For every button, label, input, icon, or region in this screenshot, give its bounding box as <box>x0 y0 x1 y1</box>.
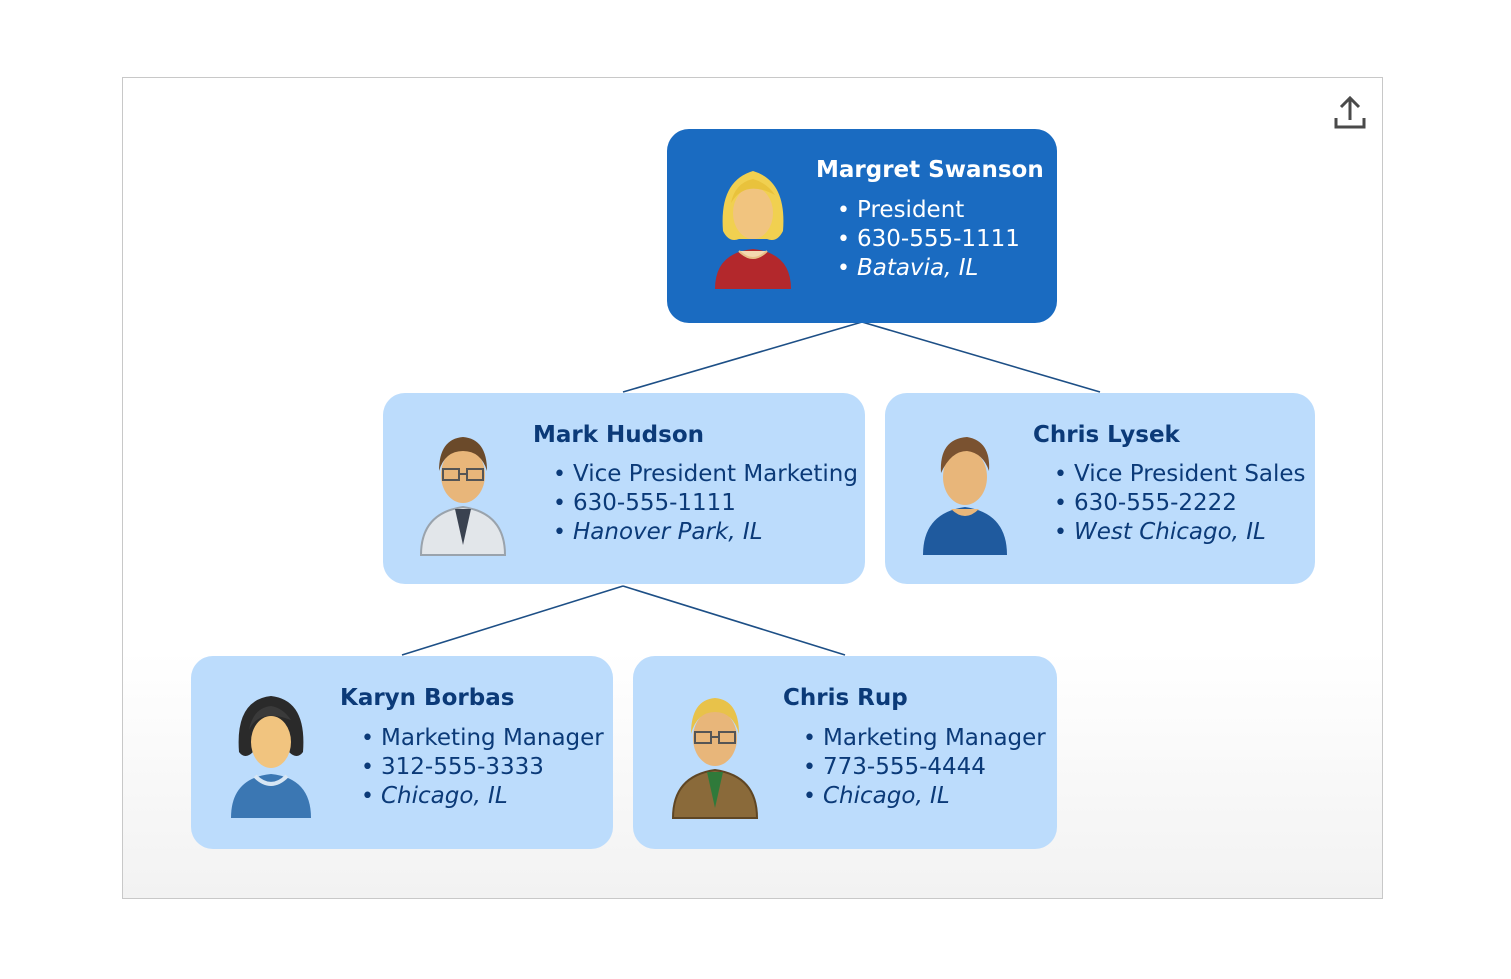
person-phone: 630-555-1111 <box>837 225 1020 254</box>
person-location: Chicago, IL <box>803 782 1046 811</box>
details-list: Vice President Sales 630-555-2222 West C… <box>1054 460 1306 547</box>
man-brown-suit-glasses-icon <box>671 698 759 819</box>
person-location: Batavia, IL <box>837 254 1020 283</box>
details-list: Marketing Manager 312-555-3333 Chicago, … <box>361 724 604 811</box>
person-title: Vice President Sales <box>1054 460 1306 489</box>
person-phone: 630-555-2222 <box>1054 489 1306 518</box>
person-location: Hanover Park, IL <box>553 518 858 547</box>
man-blue-sweater-icon <box>923 437 1007 555</box>
person-phone: 773-555-4444 <box>803 753 1046 782</box>
node-chris-lysek[interactable]: Chris Lysek Vice President Sales 630-555… <box>885 393 1315 584</box>
upload-icon <box>1334 95 1366 129</box>
person-name: Karyn Borbas <box>340 685 515 711</box>
person-name: Margret Swanson <box>816 157 1044 183</box>
person-phone: 630-555-1111 <box>553 489 858 518</box>
person-name: Chris Rup <box>783 685 908 711</box>
person-title: Vice President Marketing <box>553 460 858 489</box>
person-title: President <box>837 196 1020 225</box>
person-title: Marketing Manager <box>803 724 1046 753</box>
person-location: West Chicago, IL <box>1054 518 1306 547</box>
node-mark-hudson[interactable]: Mark Hudson Vice President Marketing 630… <box>383 393 865 584</box>
details-list: President 630-555-1111 Batavia, IL <box>837 196 1020 283</box>
node-margret-swanson[interactable]: Margret Swanson President 630-555-1111 B… <box>667 129 1057 323</box>
node-karyn-borbas[interactable]: Karyn Borbas Marketing Manager 312-555-3… <box>191 656 613 849</box>
woman-blonde-icon <box>715 171 791 289</box>
node-chris-rup[interactable]: Chris Rup Marketing Manager 773-555-4444… <box>633 656 1057 849</box>
person-location: Chicago, IL <box>361 782 604 811</box>
person-phone: 312-555-3333 <box>361 753 604 782</box>
person-name: Mark Hudson <box>533 422 705 448</box>
person-name: Chris Lysek <box>1033 422 1180 448</box>
details-list: Marketing Manager 773-555-4444 Chicago, … <box>803 724 1046 811</box>
export-button[interactable] <box>1328 92 1372 136</box>
details-list: Vice President Marketing 630-555-1111 Ha… <box>553 460 858 547</box>
woman-dark-hair-icon <box>231 696 311 818</box>
man-labcoat-glasses-icon <box>419 437 507 556</box>
person-title: Marketing Manager <box>361 724 604 753</box>
